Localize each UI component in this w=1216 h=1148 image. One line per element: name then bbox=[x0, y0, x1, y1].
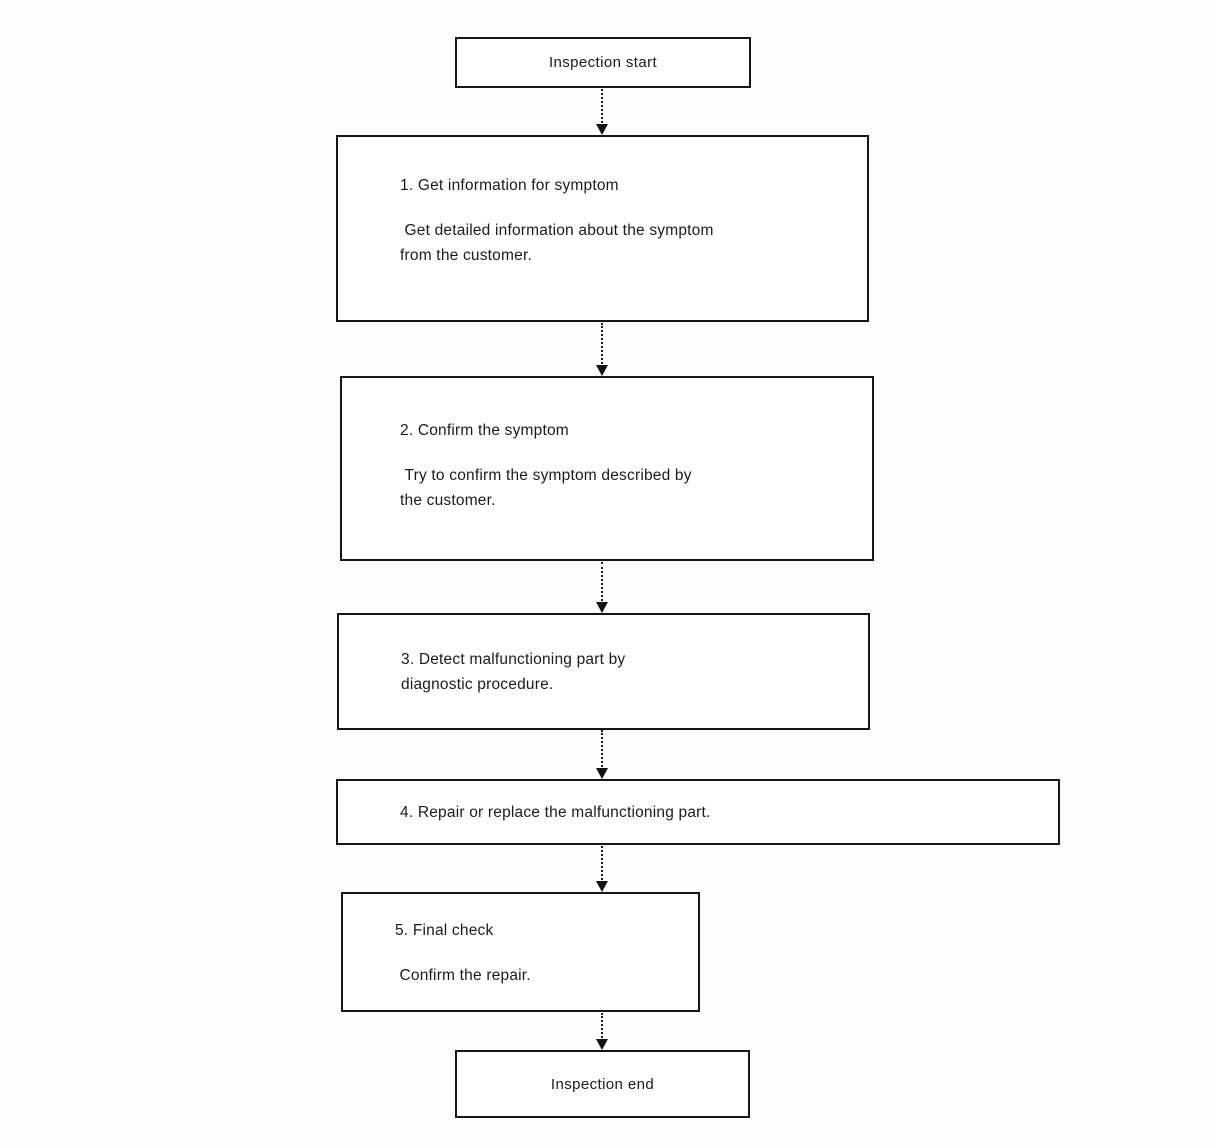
flow-arrow bbox=[596, 323, 609, 376]
step-title: 5. Final check bbox=[395, 922, 494, 939]
step-title: 2. Confirm the symptom bbox=[400, 422, 569, 439]
step-title: 1. Get information for symptom bbox=[400, 177, 619, 194]
flow-arrow bbox=[596, 846, 609, 892]
step-body: Try to confirm the symptom described by … bbox=[400, 467, 692, 509]
step-body: Confirm the repair. bbox=[395, 967, 531, 984]
arrowhead-down-icon bbox=[596, 1039, 608, 1050]
flow-arrow bbox=[596, 730, 609, 779]
arrowhead-down-icon bbox=[596, 124, 608, 135]
step-title: 4. Repair or replace the malfunctioning … bbox=[400, 803, 711, 821]
arrow-shaft bbox=[601, 562, 603, 605]
node-label: Inspection end bbox=[550, 1075, 655, 1093]
flow-arrow bbox=[596, 1013, 609, 1050]
arrowhead-down-icon bbox=[596, 768, 608, 779]
step-title: 3. Detect malfunctioning part by diagnos… bbox=[401, 651, 626, 693]
node-inspection-end: Inspection end bbox=[455, 1050, 750, 1118]
node-step-2: 2. Confirm the symptom Try to confirm th… bbox=[340, 376, 874, 561]
arrow-shaft bbox=[601, 846, 603, 884]
arrow-shaft bbox=[601, 89, 603, 127]
arrow-shaft bbox=[601, 730, 603, 771]
arrowhead-down-icon bbox=[596, 881, 608, 892]
step-body: Get detailed information about the sympt… bbox=[400, 222, 714, 264]
node-label: Inspection start bbox=[548, 54, 658, 71]
arrowhead-down-icon bbox=[596, 365, 608, 376]
node-step-4: 4. Repair or replace the malfunctioning … bbox=[336, 779, 1060, 845]
flow-arrow bbox=[596, 89, 609, 135]
node-step-1: 1. Get information for symptom Get detai… bbox=[336, 135, 869, 322]
node-step-5: 5. Final check Confirm the repair. bbox=[341, 892, 700, 1012]
arrow-shaft bbox=[601, 323, 603, 368]
arrow-shaft bbox=[601, 1013, 603, 1042]
node-inspection-start: Inspection start bbox=[455, 37, 751, 88]
arrowhead-down-icon bbox=[596, 602, 608, 613]
node-step-3: 3. Detect malfunctioning part by diagnos… bbox=[337, 613, 870, 730]
flow-arrow bbox=[596, 562, 609, 613]
